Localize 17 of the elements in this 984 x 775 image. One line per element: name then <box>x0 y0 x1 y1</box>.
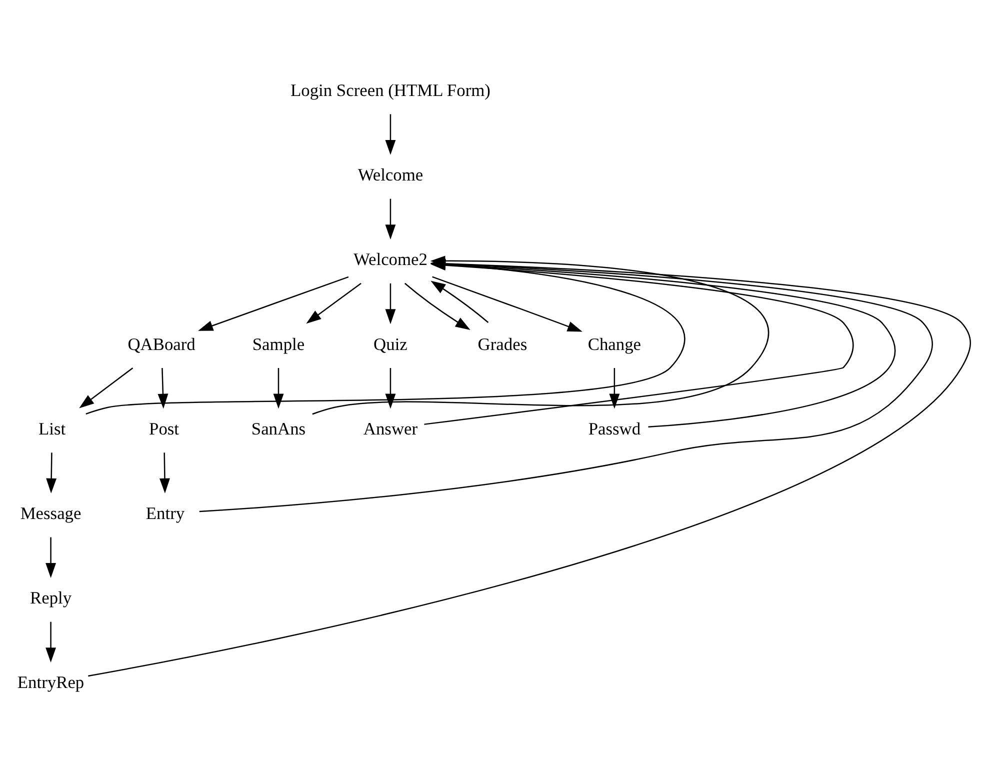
node-text: SanAns <box>251 418 306 438</box>
node-text: Login Screen (HTML Form) <box>290 80 490 100</box>
node-text: Answer <box>363 418 418 438</box>
node-text: Entry <box>146 503 185 524</box>
node-text: Sample <box>252 334 305 354</box>
node-text: QABoard <box>128 334 196 354</box>
node-text: Quiz <box>374 334 408 354</box>
node-text: EntryRep <box>17 672 84 692</box>
node-text: Grades <box>478 334 528 354</box>
node-text: Welcome <box>358 164 424 185</box>
node-text: Change <box>588 334 642 354</box>
node-text: Message <box>20 503 82 524</box>
node-text: Passwd <box>588 418 641 438</box>
node-text: Welcome2 <box>353 249 428 270</box>
node-text: List <box>38 418 66 438</box>
node-text: Post <box>149 418 180 438</box>
node-text: Reply <box>30 588 72 608</box>
